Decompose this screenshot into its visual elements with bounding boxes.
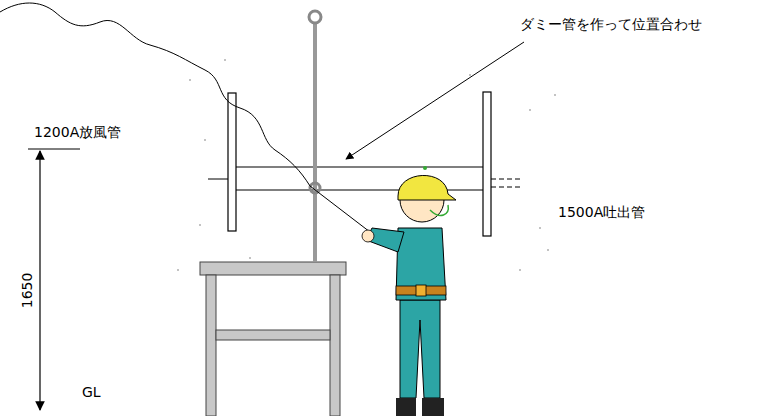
stool-leg bbox=[206, 275, 216, 416]
worker bbox=[362, 166, 456, 416]
eye-ring bbox=[310, 183, 320, 193]
stool-bar bbox=[216, 330, 330, 340]
wire bbox=[0, 3, 370, 232]
callout-text: ダミー管を作って位置合わせ bbox=[520, 16, 702, 33]
center-line bbox=[491, 187, 520, 188]
flange bbox=[228, 93, 236, 231]
dimension-value: 1650 bbox=[19, 273, 36, 309]
pipe-label: 1500A吐出管 bbox=[558, 204, 645, 221]
flange bbox=[483, 92, 491, 236]
dummy-pipe bbox=[236, 166, 483, 167]
center-line bbox=[208, 179, 228, 180]
ground-level-label: GL bbox=[82, 384, 101, 401]
dimension-line bbox=[39, 151, 40, 410]
stool-leg bbox=[330, 275, 340, 416]
center-line bbox=[491, 179, 520, 180]
stool-top bbox=[200, 262, 346, 275]
eye-ring bbox=[309, 11, 321, 23]
speckles bbox=[177, 59, 556, 271]
leader-line bbox=[346, 42, 524, 159]
dimension-extension bbox=[28, 149, 80, 150]
pipe-label: 1200A放風管 bbox=[34, 124, 121, 141]
support-pole bbox=[313, 23, 317, 262]
